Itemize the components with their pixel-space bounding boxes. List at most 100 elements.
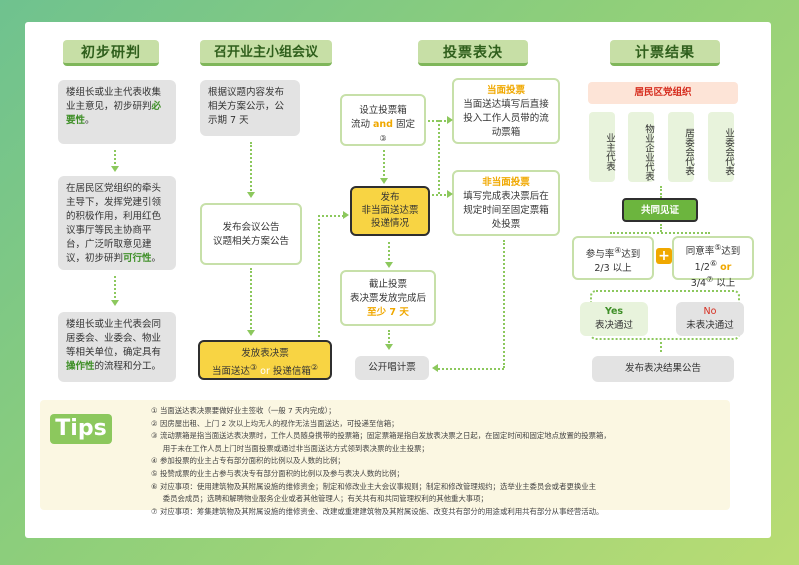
in-person-voting-title: 当面投票 <box>486 85 525 96</box>
step-feasibility: 在居民区党组织的牵头主导下，发挥党建引领的积极作用，利用红色议事厅等民主协商平台… <box>58 176 176 270</box>
result-yes: Yes 表决通过 <box>580 302 648 336</box>
remote-voting: 非当面投票 填写完成表决票后在规定时间至固定票箱处投票 <box>452 170 560 236</box>
distribute-ballots-title: 发放表决票 <box>241 348 289 359</box>
approval-value-2: 3/4 <box>690 278 707 290</box>
connector <box>660 186 662 198</box>
connector <box>114 276 116 302</box>
tip-item: ① 当面送达表决票要做好业主签收（一般 7 天内完成）； <box>151 406 336 415</box>
ballot-box-fixed: 固定 <box>396 119 416 130</box>
step-operability-end: 的流程和分工。 <box>94 361 162 372</box>
distribute-ballots-methods: 当面送达③ or 投递信箱② <box>208 361 322 379</box>
participation-value: 达到 2/3 以上 <box>594 249 641 275</box>
condition-participation: 参与率④达到 2/3 以上 <box>572 236 654 280</box>
connector <box>383 150 385 180</box>
arrow-down-icon <box>380 178 388 184</box>
footnote-mark: ⑦ <box>706 275 714 285</box>
arrow-down-icon <box>247 330 255 336</box>
tip-item: ⑦ 对应事项：筹集建筑物及其附属设施的维修资金、改建或重建建筑物及其附属设施、改… <box>151 506 604 516</box>
step-necessity-end: 。 <box>85 115 95 126</box>
step-publish-delivery: 发布 非当面送达票 投递情况 <box>350 186 430 236</box>
rep-owners-committee: 业委会代表 <box>708 112 734 182</box>
tip-item: 用于未在工作人员上门时当面投票或通过非当面送达方式领到表决票的业主投票； <box>151 443 429 453</box>
result-no: No 未表决通过 <box>676 302 744 336</box>
connector <box>318 215 320 337</box>
or-label: or <box>720 262 732 274</box>
feasibility-highlight: 可行性 <box>123 253 152 264</box>
or-label: or <box>260 366 270 378</box>
step-necessity-text: 楼组长或业主代表收集业主意见，初步研判 <box>66 87 162 112</box>
deadline-text: 截止投票 表决票发放完成后 <box>350 279 427 304</box>
approval-label: 同意率 <box>685 246 715 258</box>
tips-list: ① 当面送达表决票要做好业主签收（一般 7 天内完成）； ② 因房屋出租、上门 … <box>151 405 721 518</box>
necessity-highlight: 必要性 <box>66 101 162 126</box>
participation-label: 参与率 <box>585 249 615 261</box>
arrow-down-icon <box>247 192 255 198</box>
joint-witness: 共同见证 <box>622 198 698 222</box>
step-necessity: 楼组长或业主代表收集业主意见，初步研判必要性。 <box>58 80 176 144</box>
header-owner-group-meeting: 召开业主小组会议 <box>200 40 332 66</box>
footnote-mark: ④ <box>614 246 622 255</box>
footnote-mark: ② <box>310 363 318 372</box>
step-feasibility-end: 。 <box>151 253 162 264</box>
rep-residents-committee: 居委会代表 <box>668 112 694 182</box>
footnote-mark: ⑥ <box>709 259 718 269</box>
connector <box>610 232 710 234</box>
connector <box>438 368 504 370</box>
deadline-highlight: 至少 7 天 <box>367 307 409 318</box>
arrow-down-icon <box>111 300 119 306</box>
tip-item: ⑤ 投赞成票的业主占参与表决专有部分面积的比例以及参与表决人数的比例； <box>151 468 404 478</box>
remote-voting-title: 非当面投票 <box>482 177 530 188</box>
in-person-voting: 当面投票 当面送达填写后直接投入工作人员带的流动票箱 <box>452 78 560 144</box>
step-meeting-notice: 发布会议公告 议题相关方案公告 <box>200 203 302 265</box>
and-label: and <box>373 119 393 130</box>
arrow-right-icon <box>343 211 349 219</box>
connector <box>388 242 390 264</box>
approval-value-1: 达到 1/2 <box>694 246 741 274</box>
yes-label: Yes <box>604 306 624 317</box>
no-text: 未表决通过 <box>686 320 734 331</box>
connector <box>503 240 505 368</box>
step-operability-text: 楼组长或业主代表会同居委会、业委会、物业等相关单位，确定具有 <box>66 319 162 358</box>
arrow-down-icon <box>385 344 393 350</box>
connector <box>660 224 662 232</box>
approval-value-end: 以上 <box>716 278 736 290</box>
rep-owners: 业主代表 <box>589 112 615 182</box>
step-feasibility-text: 在居民区党组织的牵头主导下，发挥党建引领的积极作用，利用红色议事厅等民主协商平台… <box>66 183 162 264</box>
party-organization: 居民区党组织 <box>588 82 738 104</box>
method-mailbox: 投递信箱 <box>272 366 311 378</box>
footnote-mark: ③ <box>250 363 258 372</box>
connector <box>438 120 440 194</box>
arrow-right-icon <box>447 116 453 124</box>
method-in-person: 当面送达 <box>212 366 251 378</box>
step-ballot-box: 设立投票箱 流动 and 固定③ <box>340 94 426 146</box>
step-public-count: 公开唱计票 <box>355 356 429 380</box>
no-label: No <box>703 306 717 317</box>
operability-highlight: 操作性 <box>66 361 95 372</box>
header-count-result: 计票结果 <box>610 40 720 66</box>
plus-icon: + <box>656 248 672 264</box>
connector <box>388 330 390 346</box>
step-distribute-ballots: 发放表决票 当面送达③ or 投递信箱② <box>198 340 332 380</box>
tip-item: ⑥ 对应事项：使用建筑物及其附属设施的维修资金；制定和修改业主大会议事规则；制定… <box>151 481 597 491</box>
tip-item: 委员会成员；选聘和解聘物业服务企业或者其他管理人；有关共有和共同管理权利的其他重… <box>151 494 488 504</box>
tips-title: Tips <box>50 414 112 444</box>
connector <box>318 215 344 217</box>
step-publish-plan: 根据议题内容发布相关方案公示，公示期 7 天 <box>200 80 300 136</box>
condition-approval: 同意率⑤达到 1/2⑥ or 3/4⑦ 以上 <box>672 236 754 289</box>
tip-item: ③ 流动票箱是指当面送达表决票时，工作人员随身携带的投票箱；固定票箱是指自发放表… <box>151 431 611 441</box>
connector <box>250 142 252 194</box>
publish-result: 发布表决结果公告 <box>592 356 734 382</box>
connector <box>660 342 662 352</box>
yes-text: 表决通过 <box>594 320 633 331</box>
connector <box>432 194 450 196</box>
header-initial-assessment: 初步研判 <box>63 40 159 66</box>
connector <box>114 150 116 168</box>
arrow-down-icon <box>111 166 119 172</box>
ballot-box-text: 设立投票箱 流动 <box>350 105 407 130</box>
tip-item: ② 因房屋出租、上门 2 次以上均无人的视作无法当面送达，可投递至信箱； <box>151 418 399 428</box>
in-person-voting-body: 当面送达填写后直接投入工作人员带的流动票箱 <box>463 99 549 138</box>
step-voting-deadline: 截止投票 表决票发放完成后 至少 7 天 <box>340 270 436 326</box>
header-voting: 投票表决 <box>418 40 528 66</box>
remote-voting-body: 填写完成表决票后在规定时间至固定票箱处投票 <box>463 191 549 230</box>
arrow-left-icon <box>432 364 438 372</box>
